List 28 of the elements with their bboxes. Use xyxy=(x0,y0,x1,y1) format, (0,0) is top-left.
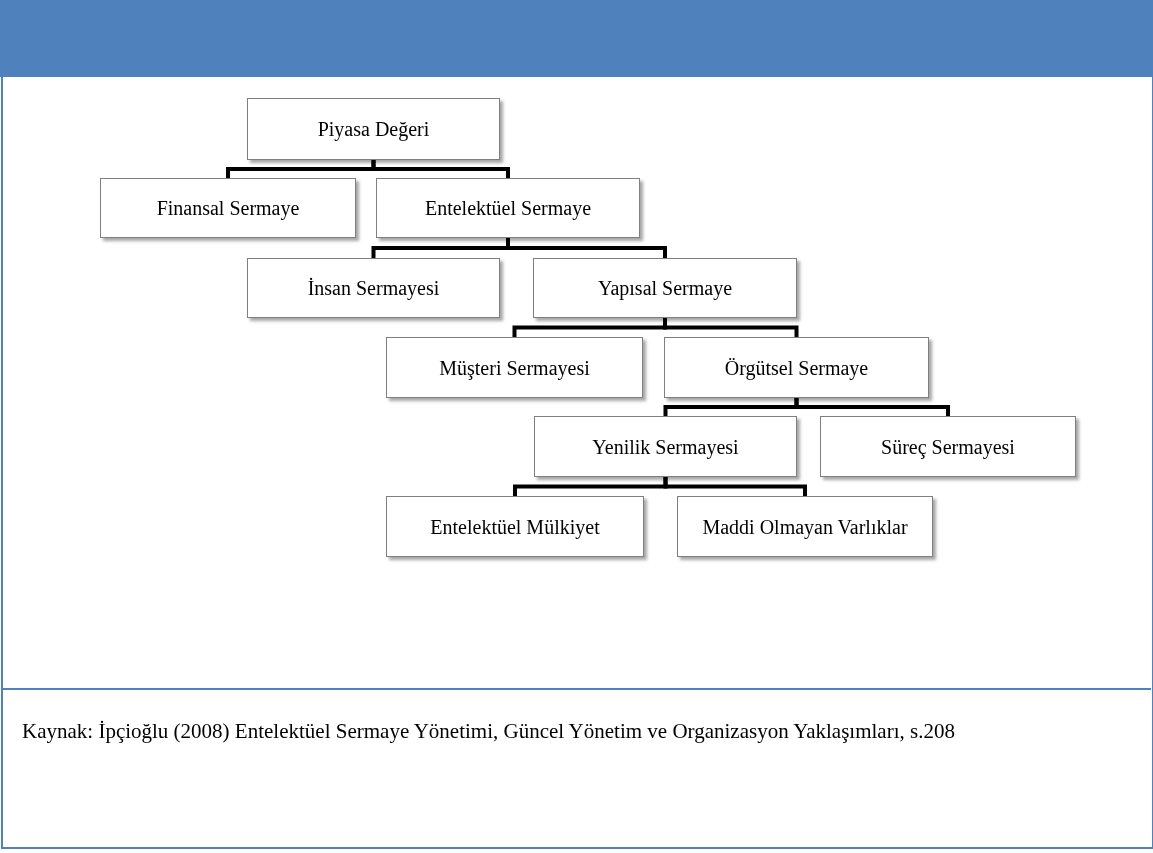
box-label: Piyasa Değeri xyxy=(316,118,431,140)
org-box xyxy=(533,258,797,318)
org-box xyxy=(386,496,644,557)
box-label: Entelektüel Mülkiyet xyxy=(429,515,601,538)
box-label: Müşteri Sermayesi xyxy=(438,356,591,379)
connector-line xyxy=(794,398,950,416)
box-label: Süreç Sermayesi xyxy=(880,435,1016,458)
box-label: Yapısal Sermaye xyxy=(596,277,734,299)
box-label: Maddi Olmayan Varlıklar xyxy=(701,515,909,538)
box-label: Yenilik Sermayesi xyxy=(591,435,740,458)
box-label: İnsan Sermayesi xyxy=(306,277,441,299)
connector-line xyxy=(371,160,510,178)
connector-line xyxy=(663,318,799,337)
connector-line xyxy=(663,477,807,496)
box-label: Finansal Sermaye xyxy=(155,197,301,219)
connector-line xyxy=(506,238,667,258)
org-box xyxy=(376,178,640,238)
org-box xyxy=(247,258,500,318)
box-label: Entelektüel Sermaye xyxy=(423,197,592,219)
org-box xyxy=(534,416,797,477)
org-box xyxy=(247,98,500,160)
org-box xyxy=(100,178,356,238)
org-box xyxy=(386,337,643,398)
source-caption: Kaynak: İpçioğlu (2008) Entelektüel Sermaye Yönetimi, Güncel Yönetim ve Organizasyon Yaklaşımları, s.208 xyxy=(22,718,956,745)
org-box xyxy=(820,416,1076,477)
box-label: Örgütsel Sermaye xyxy=(723,356,870,379)
org-box xyxy=(677,496,933,557)
org-box xyxy=(664,337,929,398)
